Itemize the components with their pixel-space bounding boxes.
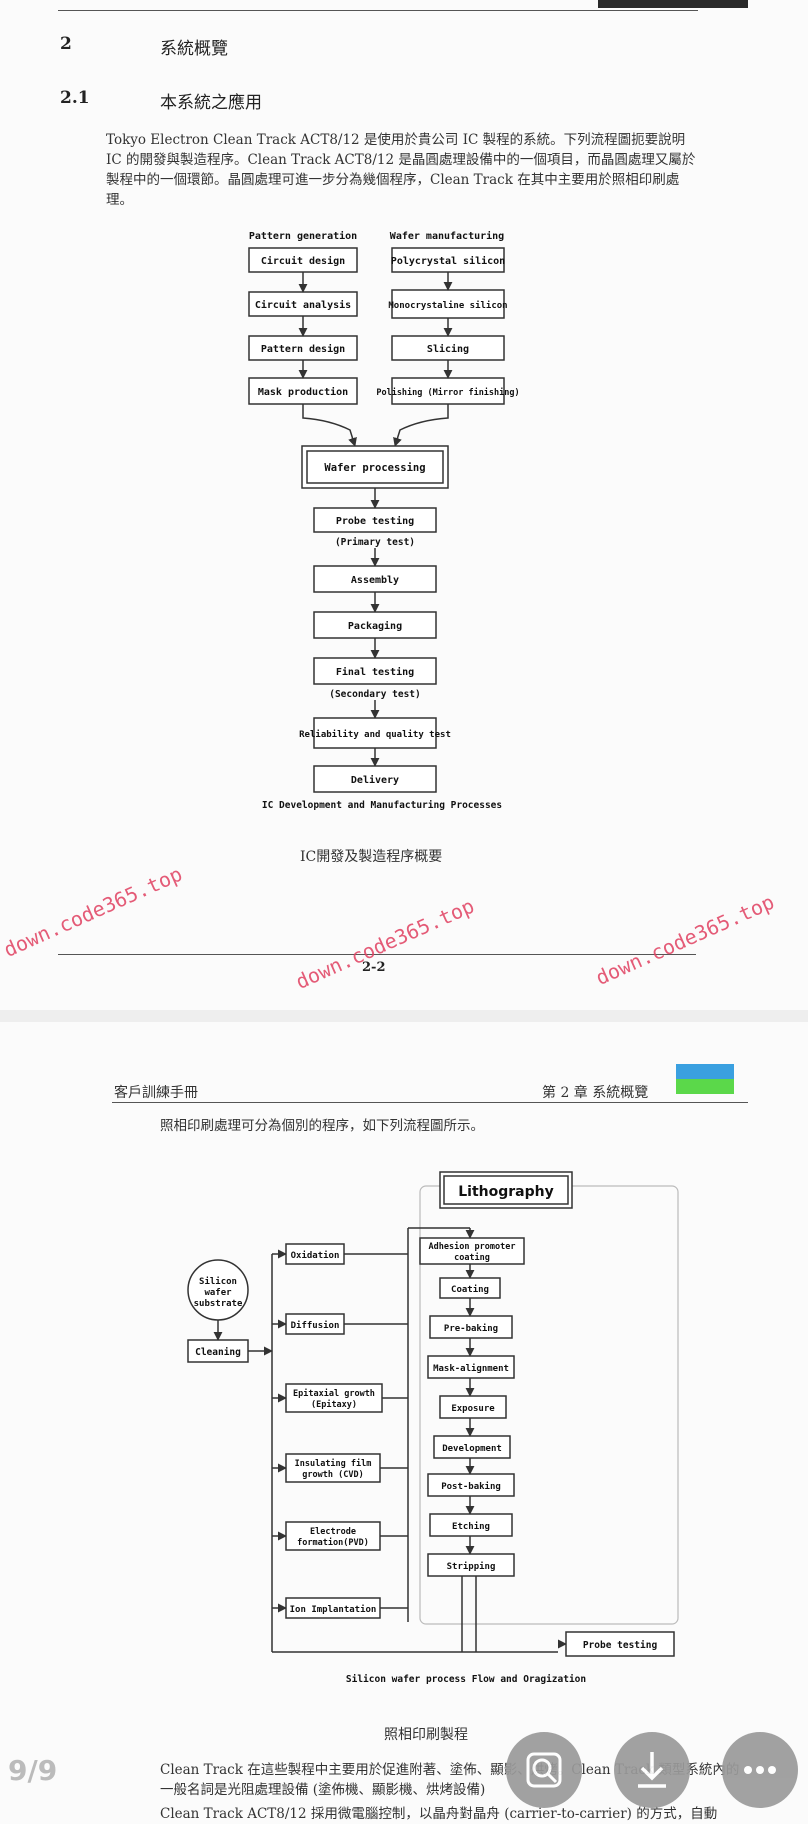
flow-box-label: Polishing (Mirror finishing) xyxy=(376,387,519,398)
flow-box-label: Probe testing xyxy=(583,1640,658,1651)
header-left: 客戶訓練手冊 xyxy=(114,1085,198,1101)
page-counter: 9/9 xyxy=(8,1754,58,1787)
bottom-rule xyxy=(58,954,696,955)
flow-box-label: Final testing xyxy=(336,666,414,678)
flow-box-label: Circuit design xyxy=(261,255,345,267)
flow-box-label: Polycrystal silicon xyxy=(391,255,505,267)
flow-box-label: growth (CVD) xyxy=(302,1470,363,1480)
flow-box-label: Silicon xyxy=(199,1276,237,1287)
flow-box-label: Development xyxy=(442,1444,502,1454)
flow-box-label: Wafer processing xyxy=(324,462,425,474)
flow-box-label: formation(PVD) xyxy=(297,1537,369,1548)
flow-box-label: Pre-baking xyxy=(444,1323,498,1334)
flow-box-label: Electrode xyxy=(310,1527,356,1537)
flow-box-label: Adhesion promoter xyxy=(429,1241,516,1252)
section-title: 系統概覽 xyxy=(160,39,228,59)
flow-box-label: Probe testing xyxy=(336,515,414,527)
wafer-manufacturing-column: Polycrystal silicon Monocrystaline silic… xyxy=(376,247,520,405)
flow-box-label: Mask-alignment xyxy=(433,1363,509,1374)
body-paragraph: Clean Track ACT8/12 採用微電腦控制，以晶舟對晶舟 (carr… xyxy=(160,1806,718,1822)
page-number: 2-2 xyxy=(362,960,386,975)
previous-page-fragment xyxy=(598,0,748,8)
intro-paragraph: Tokyo Electron Clean Track ACT8/12 是使用於貴… xyxy=(106,132,696,208)
wafer-processing-box: Wafer processing xyxy=(301,445,449,489)
flow-box-label: Etching xyxy=(452,1521,490,1532)
flow-box-label: Ion Implantation xyxy=(290,1604,377,1615)
search-button[interactable] xyxy=(506,1732,582,1808)
flowchart-title: IC Development and Manufacturing Process… xyxy=(262,800,502,811)
document-page-2: 客戶訓練手冊 第 2 章 系統概覽 照相印刷處理可分為個別的程序，如下列流程圖所… xyxy=(0,1022,808,1824)
flow-box-label: Coating xyxy=(451,1284,489,1295)
flow-box-label: substrate xyxy=(194,1299,243,1309)
download-icon xyxy=(638,1752,666,1788)
flow-box-label: (Epitaxy) xyxy=(311,1399,357,1410)
flow-box-label: Circuit analysis xyxy=(255,299,351,311)
flow-box-label: coating xyxy=(454,1252,490,1263)
flow-box-label: Assembly xyxy=(351,575,399,586)
flow-box-label: Mask production xyxy=(258,386,348,398)
figure-caption: 照相印刷製程 xyxy=(384,1727,468,1743)
flow-box-label: Oxidation xyxy=(291,1250,340,1261)
process-column: Oxidation Diffusion Epitaxial growth (Ep… xyxy=(272,1243,383,1619)
col2-header: Wafer manufacturing xyxy=(390,230,504,242)
flow-box-label: Epitaxial growth xyxy=(293,1388,375,1399)
flow-box-label: wafer xyxy=(204,1288,232,1298)
subsection-number: 2.1 xyxy=(60,88,90,108)
section-number: 2 xyxy=(60,34,72,54)
top-rule xyxy=(58,10,698,11)
post-processing-chain: Probe testing (Primary test) Assembly Pa… xyxy=(299,488,451,793)
flow-box-label: Diffusion xyxy=(291,1320,340,1331)
flow-box-label: Delivery xyxy=(351,774,399,786)
download-button[interactable] xyxy=(614,1732,690,1808)
flowchart-title: Silicon wafer process Flow and Oragizati… xyxy=(346,1674,586,1685)
lithography-flowchart: Lithography Silicon wafer substrate Clea… xyxy=(187,1171,679,1685)
subsection-title: 本系統之應用 xyxy=(160,93,262,113)
flow-box-label: Pattern design xyxy=(261,343,345,355)
flow-box-note: (Primary test) xyxy=(335,537,415,548)
flow-box-label: Monocrystaline silicon xyxy=(388,300,507,311)
flow-box-label: Cleaning xyxy=(195,1347,241,1358)
flow-box-note: (Secondary test) xyxy=(329,689,421,700)
flow-box-label: Packaging xyxy=(348,620,402,632)
col1-header: Pattern generation xyxy=(249,230,357,242)
flow-box-label: Stripping xyxy=(447,1561,496,1572)
flow-box-label: Reliability and quality test xyxy=(299,729,451,740)
header-right: 第 2 章 系統概覽 xyxy=(542,1085,649,1101)
flow-box-label: Insulating film xyxy=(295,1458,372,1469)
pattern-generation-column: Circuit design Circuit analysis Pattern … xyxy=(248,247,358,405)
lithography-label: Lithography xyxy=(458,1184,553,1200)
more-icon xyxy=(744,1766,776,1774)
flow-box-label: Post-baking xyxy=(441,1481,501,1492)
intro-paragraph: 照相印刷處理可分為個別的程序，如下列流程圖所示。 xyxy=(160,1118,484,1134)
figure-caption: IC開發及製造程序概要 xyxy=(300,849,443,865)
header-rule xyxy=(112,1102,748,1103)
flow-box-label: Slicing xyxy=(427,343,469,355)
document-page-1: 2 系統概覽 2.1 本系統之應用 Tokyo Electron Clean T… xyxy=(0,0,808,1010)
body-paragraph: Clean Track 在這些製程中主要用於促進附著、塗佈、顯影、烘烤。Clea… xyxy=(160,1762,740,1798)
ic-process-flowchart: Pattern generation Wafer manufacturing C… xyxy=(248,230,520,811)
flow-box-label: Exposure xyxy=(451,1404,495,1414)
more-options-button[interactable] xyxy=(722,1732,798,1808)
lithography-steps: Adhesion promoter coating Coating Pre-ba… xyxy=(419,1237,525,1577)
search-icon xyxy=(526,1752,562,1788)
chapter-tab-graphic xyxy=(676,1064,734,1094)
